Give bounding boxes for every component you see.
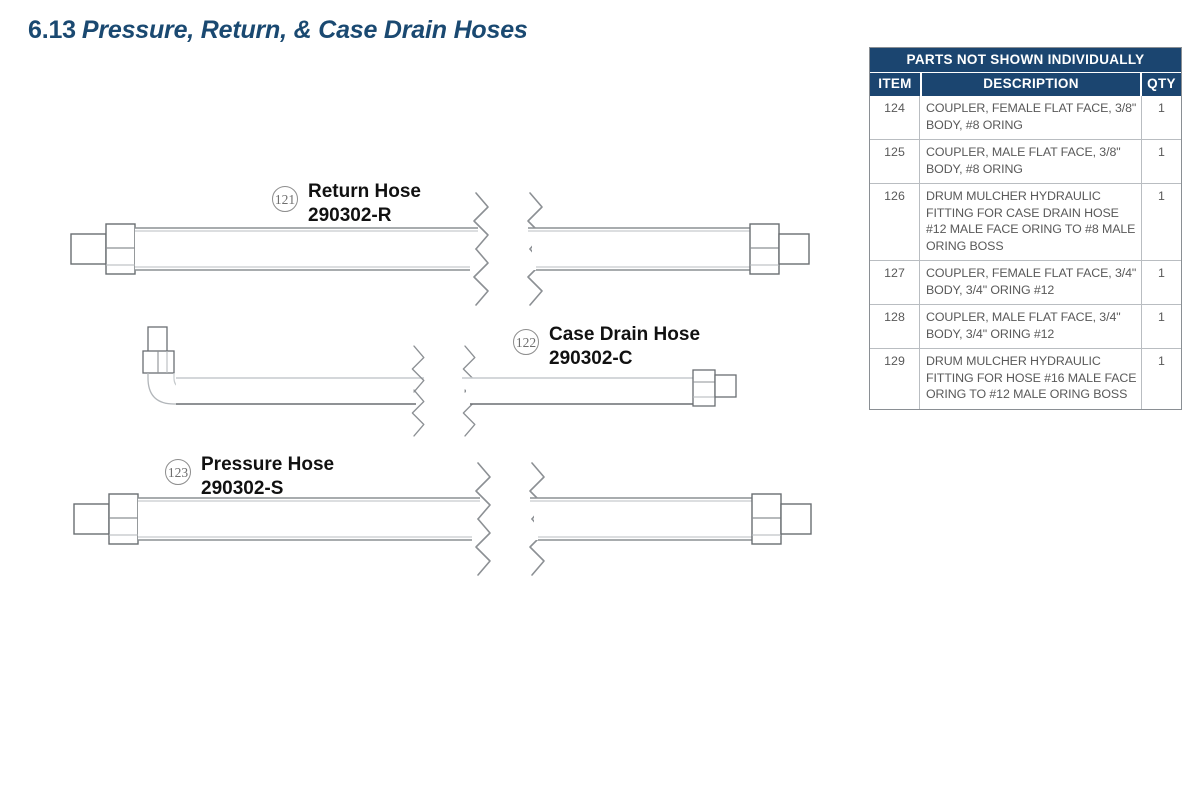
table-banner: PARTS NOT SHOWN INDIVIDUALLY [870,48,1181,73]
section-number: 6.13 [28,16,76,44]
cell-qty: 1 [1158,189,1165,203]
cell-item: 124 [870,96,920,139]
hose-assembly-drawing [70,192,812,576]
callout-partnumber-123: 290302-S [201,477,284,499]
cell-qty: 1 [1158,266,1165,280]
cell-description: DRUM MULCHER HYDRAULIC FITTING FOR HOSE … [920,349,1142,409]
callout-name-122: Case Drain Hose [549,324,701,345]
callout-caption-123: Pressure Hose 290302-S [201,453,334,501]
cell-qty: 1 [1158,354,1165,368]
column-header-qty: QTY [1140,73,1181,96]
callout-caption-121: Return Hose 290302-R [308,180,421,228]
callout-name-121: Return Hose [308,181,421,202]
table-header-row: ITEM DESCRIPTION QTY [870,73,1181,96]
cell-description: COUPLER, MALE FLAT FACE, 3/4" BODY, 3/4"… [920,305,1142,348]
callout-bubble-123: 123 [165,459,191,485]
callout-bubble-121: 121 [272,186,298,212]
column-header-item: ITEM [870,73,922,96]
callout-name-123: Pressure Hose [201,454,335,475]
cell-item: 129 [870,349,920,409]
cell-item: 125 [870,140,920,183]
case-drain-hose-drawing [142,326,737,437]
callout-partnumber-122: 290302-C [549,347,633,369]
column-header-description: DESCRIPTION [983,76,1079,91]
parts-not-shown-table: PARTS NOT SHOWN INDIVIDUALLY ITEM DESCRI… [869,47,1182,410]
cell-description: COUPLER, FEMALE FLAT FACE, 3/4" BODY, 3/… [920,261,1142,304]
cell-qty: 1 [1158,101,1165,115]
cell-description: COUPLER, MALE FLAT FACE, 3/8" BODY, #8 O… [920,140,1142,183]
cell-item: 128 [870,305,920,348]
cell-description: COUPLER, FEMALE FLAT FACE, 3/8" BODY, #8… [920,96,1142,139]
section-title: Pressure, Return, & Case Drain Hoses [81,16,528,44]
callout-bubble-122: 122 [513,329,539,355]
pressure-hose-drawing [73,462,812,576]
return-hose-drawing [70,192,810,306]
cell-description: DRUM MULCHER HYDRAULIC FITTING FOR CASE … [920,184,1142,260]
cell-qty: 1 [1158,145,1165,159]
cell-item: 127 [870,261,920,304]
callout-caption-122: Case Drain Hose 290302-C [549,323,700,371]
cell-qty: 1 [1158,310,1165,324]
cell-item: 126 [870,184,920,260]
callout-partnumber-121: 290302-R [308,204,392,226]
